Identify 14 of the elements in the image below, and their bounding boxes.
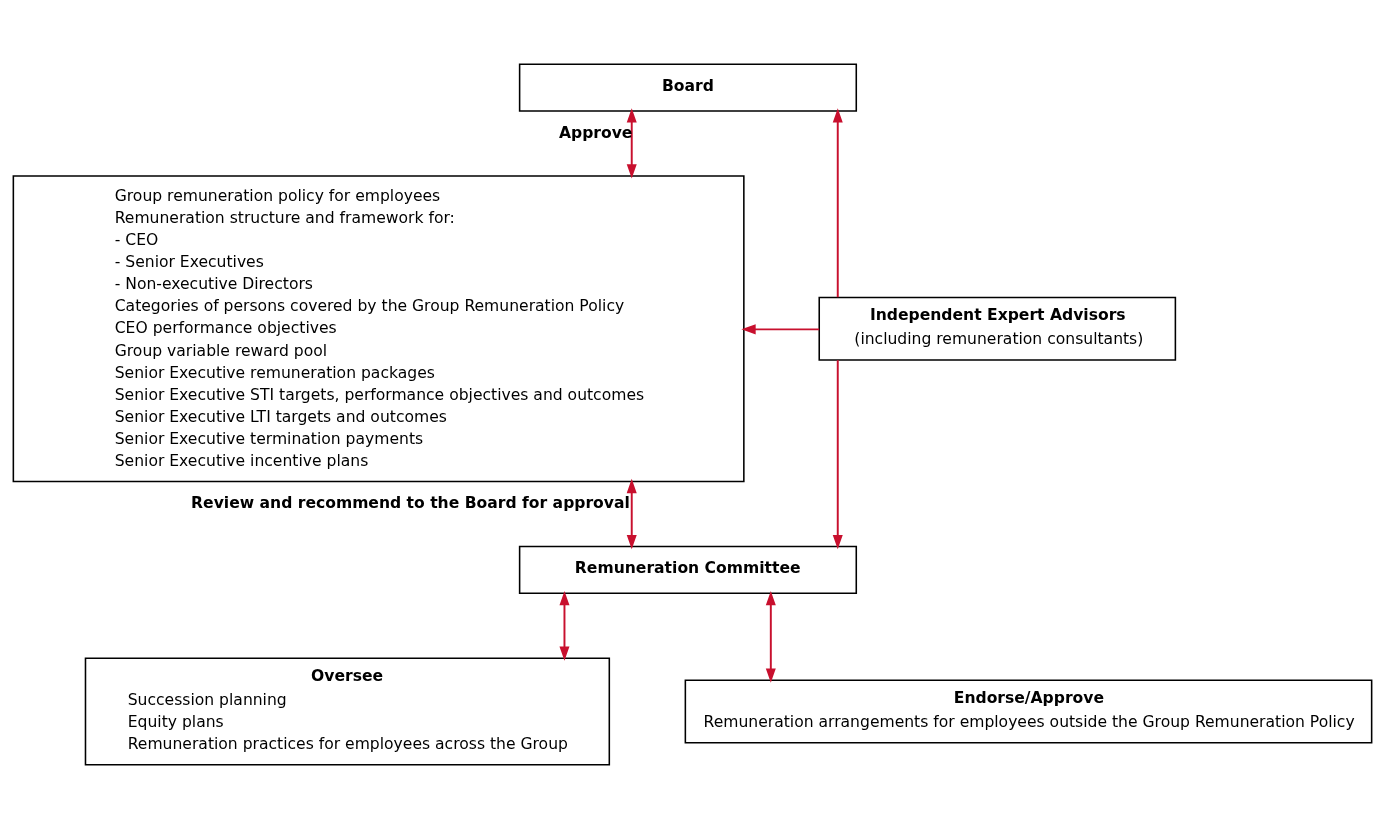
node-box: Independent Expert Advisors (including remuneration consultants) — [818, 296, 1177, 361]
arrow — [741, 323, 821, 334]
node-box: Board — [518, 62, 858, 112]
arrow — [832, 358, 843, 549]
arrow — [626, 107, 637, 179]
edge-label: Review and recommend to the Board for approval — [191, 493, 630, 512]
arrow — [559, 590, 570, 661]
node-box: Remuneration Committee — [518, 545, 858, 594]
arrow — [832, 107, 843, 298]
arrow — [626, 478, 637, 549]
node-box: Group remuneration policy for employees Remuneration structure and framework for: - CEO - Senior Executives - Non-executive Directors Categories of persons covered by the Group Remuneration Policy CEO performance objectives Group variable reward pool Senior Executive remuneration packages Senior Executive STI targets, performance objectives and outcomes Senior Executive LTI targets and outcomes Senior Executive termination payments Senior Executive incentive plans — [12, 174, 745, 482]
node-box: Endorse/Approve Remuneration arrangements for employees outside the Group Remuneration Policy — [684, 679, 1373, 743]
node-box: Oversee Succession planning Equity plans Remuneration practices for employees across the Group — [84, 656, 611, 766]
arrow — [765, 590, 776, 683]
